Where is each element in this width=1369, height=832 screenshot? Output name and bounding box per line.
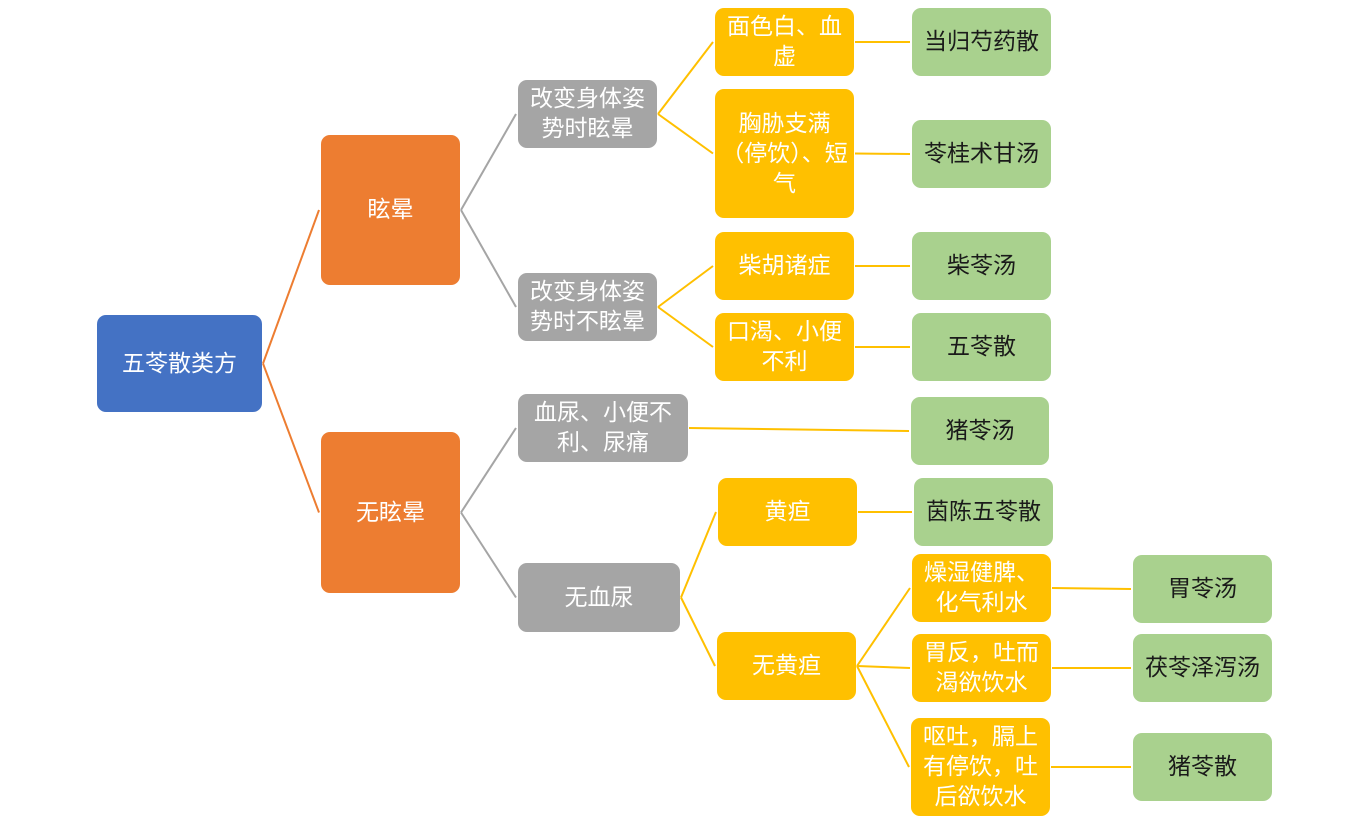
connector-node-no-hematuria-to-node-no-jaundice bbox=[680, 597, 716, 667]
connector-node-posture-dizzy-to-node-pale-face bbox=[657, 41, 714, 115]
connector-node-posture-not-dizzy-to-node-thirst bbox=[657, 306, 714, 348]
node-bupleurum: 柴胡诸症 bbox=[715, 232, 854, 300]
connector-node-root-to-node-no-dizzy bbox=[262, 363, 320, 513]
connector-node-hematuria-to-leaf-zhuling-tang bbox=[688, 427, 910, 432]
node-posture-not-dizzy: 改变身体姿势时不眩晕 bbox=[518, 273, 657, 341]
connector-node-no-hematuria-to-node-jaundice bbox=[680, 511, 717, 598]
node-dizzy: 眩晕 bbox=[321, 135, 460, 285]
node-jaundice: 黄疸 bbox=[718, 478, 857, 546]
node-dry-damp: 燥湿健脾、化气利水 bbox=[912, 554, 1051, 622]
connector-node-no-jaundice-to-node-stomach-reflux bbox=[856, 665, 911, 669]
connector-node-chest-fullness-to-leaf-linggui bbox=[854, 152, 911, 155]
node-no-dizzy: 无眩晕 bbox=[321, 432, 460, 593]
leaf-zhuling-san: 猪苓散 bbox=[1133, 733, 1272, 801]
node-stomach-reflux: 胃反，吐而渴欲饮水 bbox=[912, 634, 1051, 702]
connector-node-dry-damp-to-leaf-weiling bbox=[1051, 587, 1132, 590]
node-pale-face: 面色白、血虚 bbox=[715, 8, 854, 76]
node-chest-fullness: 胸胁支满（停饮）、短气 bbox=[715, 89, 854, 218]
leaf-weiling: 胃苓汤 bbox=[1133, 555, 1272, 623]
leaf-zhuling-tang: 猪苓汤 bbox=[911, 397, 1049, 465]
leaf-fuling: 茯苓泽泻汤 bbox=[1133, 634, 1272, 702]
connector-node-no-jaundice-to-node-dry-damp bbox=[856, 587, 911, 667]
node-hematuria: 血尿、小便不利、尿痛 bbox=[518, 394, 688, 462]
connector-node-no-jaundice-to-node-vomiting bbox=[856, 665, 910, 768]
connector-node-no-dizzy-to-node-no-hematuria bbox=[460, 511, 517, 599]
node-no-jaundice: 无黄疸 bbox=[717, 632, 856, 700]
leaf-chailing: 柴苓汤 bbox=[912, 232, 1051, 300]
connector-node-root-to-node-dizzy bbox=[262, 209, 320, 364]
node-vomiting: 呕吐，膈上有停饮，吐后欲饮水 bbox=[911, 718, 1050, 816]
connector-node-dizzy-to-node-posture-dizzy bbox=[460, 113, 517, 211]
node-no-hematuria: 无血尿 bbox=[518, 563, 680, 632]
connector-node-no-dizzy-to-node-hematuria bbox=[460, 427, 517, 514]
connector-node-dizzy-to-node-posture-not-dizzy bbox=[460, 209, 517, 308]
connector-node-posture-not-dizzy-to-node-bupleurum bbox=[657, 265, 714, 308]
node-thirst: 口渴、小便不利 bbox=[715, 313, 854, 381]
leaf-linggui: 苓桂术甘汤 bbox=[912, 120, 1051, 188]
leaf-danggui: 当归芍药散 bbox=[912, 8, 1051, 76]
leaf-wuling: 五苓散 bbox=[912, 313, 1051, 381]
connector-node-posture-dizzy-to-node-chest-fullness bbox=[657, 113, 714, 155]
leaf-yinchen: 茵陈五苓散 bbox=[914, 478, 1053, 546]
node-posture-dizzy: 改变身体姿势时眩晕 bbox=[518, 80, 657, 148]
node-root: 五苓散类方 bbox=[97, 315, 262, 412]
